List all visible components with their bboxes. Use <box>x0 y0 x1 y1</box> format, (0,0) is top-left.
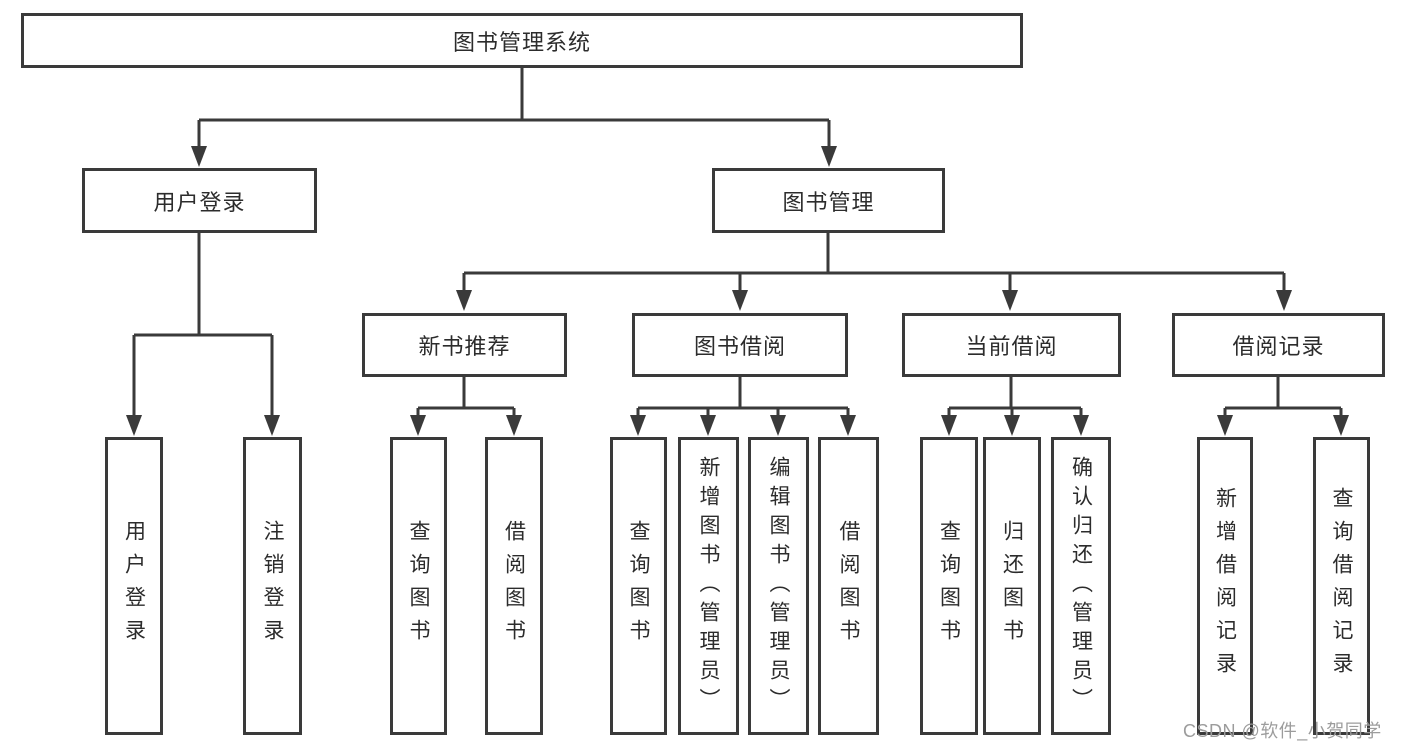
leaf-confirm-return-admin: 确认归还（管理员） <box>1051 437 1111 735</box>
leaf-user-login: 用户登录 <box>105 437 163 735</box>
arrowhead <box>264 415 280 436</box>
arrowhead <box>732 290 748 311</box>
arrowhead <box>700 415 716 436</box>
node-book-borrow: 图书借阅 <box>632 313 848 377</box>
connector-book-management-group <box>462 233 1286 293</box>
arrowhead <box>456 290 472 311</box>
leaf-query-books-current: 查询图书 <box>920 437 978 735</box>
arrowhead <box>126 415 142 436</box>
node-current-borrow: 当前借阅 <box>902 313 1121 377</box>
arrowhead <box>941 415 957 436</box>
arrowhead <box>821 146 837 167</box>
arrowhead <box>1073 415 1089 436</box>
arrowhead <box>1002 290 1018 311</box>
arrowhead <box>1276 290 1292 311</box>
arrowhead <box>410 415 426 436</box>
node-new-book-recommend: 新书推荐 <box>362 313 567 377</box>
connector-book-borrow-group <box>636 377 850 418</box>
leaf-borrow-books: 借阅图书 <box>818 437 879 735</box>
watermark: CSDN @软件_小贺同学 <box>1183 721 1382 741</box>
leaf-query-books-borrow: 查询图书 <box>610 437 667 735</box>
leaf-query-borrow-record: 查询借阅记录 <box>1313 437 1370 735</box>
leaf-add-books-admin: 新增图书（管理员） <box>678 437 739 735</box>
arrowhead <box>1217 415 1233 436</box>
leaf-return-books: 归还图书 <box>983 437 1041 735</box>
node-user-login: 用户登录 <box>82 168 317 233</box>
arrowhead <box>506 415 522 436</box>
leaf-query-books-recommend: 查询图书 <box>390 437 447 735</box>
leaf-borrow-books-recommend: 借阅图书 <box>485 437 543 735</box>
arrowhead <box>1333 415 1349 436</box>
node-library-management-system: 图书管理系统 <box>21 13 1023 68</box>
arrowhead <box>191 146 207 167</box>
connector-user-login-group <box>132 233 274 418</box>
arrowhead <box>1004 415 1020 436</box>
leaf-logout: 注销登录 <box>243 437 302 735</box>
connector-borrow-records-group <box>1223 377 1343 418</box>
arrowhead <box>630 415 646 436</box>
node-borrow-records: 借阅记录 <box>1172 313 1385 377</box>
connector-current-borrow-group <box>947 377 1083 418</box>
leaf-edit-books-admin: 编辑图书（管理员） <box>748 437 809 735</box>
arrowheads <box>126 146 1349 436</box>
node-book-management: 图书管理 <box>712 168 945 233</box>
arrowhead <box>840 415 856 436</box>
leaf-add-borrow-record: 新增借阅记录 <box>1197 437 1253 735</box>
connector-new-book-group <box>416 377 516 418</box>
arrowhead <box>770 415 786 436</box>
connector-root-to-level2 <box>197 68 831 149</box>
